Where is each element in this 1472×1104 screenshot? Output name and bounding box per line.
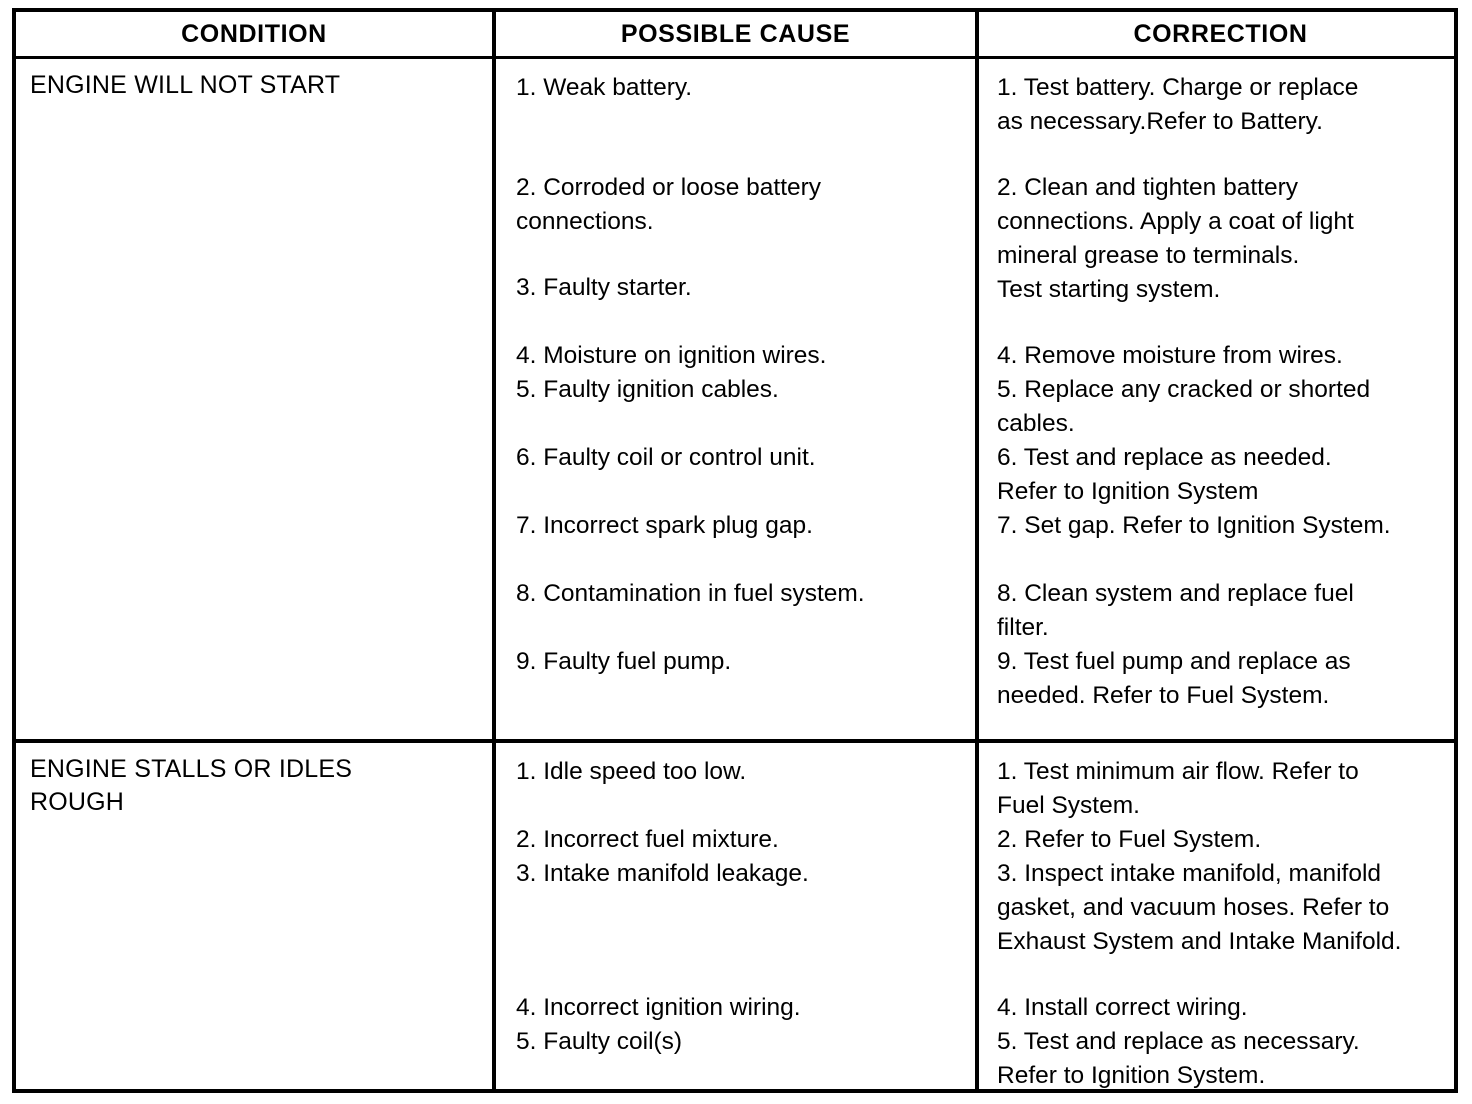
header-divider <box>16 56 1454 59</box>
list-item: 4. Remove moisture from wires. <box>997 342 1343 369</box>
list-item: 1. Test minimum air flow. Refer to Fuel … <box>997 758 1359 819</box>
list-item: 4. Moisture on ignition wires. <box>516 342 827 369</box>
list-item: 2. Clean and tighten battery connections… <box>997 174 1354 303</box>
list-item: 9. Faulty fuel pump. <box>516 648 732 675</box>
list-item: 5. Replace any cracked or shorted cables… <box>997 376 1371 437</box>
list-item: 1. Idle speed too low. <box>516 758 747 785</box>
list-item: 6. Faulty coil or control unit. <box>516 444 816 471</box>
condition-label: ENGINE WILL NOT START <box>30 71 341 99</box>
table-row: ENGINE STALLS OR IDLES ROUGH <box>16 743 492 1093</box>
cause-cell-row1: 1. Weak battery. 2. Corroded or loose ba… <box>496 59 975 739</box>
list-item: 2. Corroded or loose battery connections… <box>516 174 822 235</box>
list-item: 7. Incorrect spark plug gap. <box>516 512 813 539</box>
correction-cell-row2: 1. Test minimum air flow. Refer to Fuel … <box>979 743 1462 1093</box>
list-item: 5. Faulty ignition cables. <box>516 376 779 403</box>
list-item: 1. Weak battery. <box>516 74 693 101</box>
list-item: 3. Intake manifold leakage. <box>516 860 809 887</box>
cause-cell-row2: 1. Idle speed too low. 2. Incorrect fuel… <box>496 743 975 1093</box>
condition-label: ENGINE STALLS OR IDLES ROUGH <box>30 755 353 816</box>
list-item: 3. Faulty starter. <box>516 274 692 301</box>
table-row: ENGINE WILL NOT START <box>16 59 492 739</box>
list-item: 7. Set gap. Refer to Ignition System. <box>997 512 1391 539</box>
column-divider-2 <box>975 12 979 1089</box>
list-item: 6. Test and replace as needed. Refer to … <box>997 444 1332 505</box>
list-item: 2. Refer to Fuel System. <box>997 826 1262 853</box>
list-item: 9. Test fuel pump and replace as needed.… <box>997 648 1351 709</box>
list-item: 8. Clean system and replace fuel filter. <box>997 580 1354 641</box>
troubleshooting-table: CONDITION POSSIBLE CAUSE CORRECTION ENGI… <box>12 8 1458 1093</box>
list-item: 5. Test and replace as necessary. Refer … <box>997 1028 1360 1089</box>
list-item: 4. Incorrect ignition wiring. <box>516 994 801 1021</box>
list-item: 3. Inspect intake manifold, manifold gas… <box>997 860 1402 955</box>
list-item: 2. Incorrect fuel mixture. <box>516 826 779 853</box>
list-item: 8. Contamination in fuel system. <box>516 580 865 607</box>
column-header-condition: CONDITION <box>181 19 327 48</box>
row-divider <box>16 739 1454 743</box>
column-header-correction: CORRECTION <box>1133 19 1308 48</box>
list-item: 4. Install correct wiring. <box>997 994 1248 1021</box>
column-header-possible-cause: POSSIBLE CAUSE <box>620 19 851 48</box>
list-item: 1. Test battery. Charge or replace as ne… <box>997 74 1359 135</box>
list-item: 5. Faulty coil(s) <box>516 1028 683 1055</box>
column-divider-1 <box>492 12 496 1089</box>
correction-cell-row1: 1. Test battery. Charge or replace as ne… <box>979 59 1462 739</box>
